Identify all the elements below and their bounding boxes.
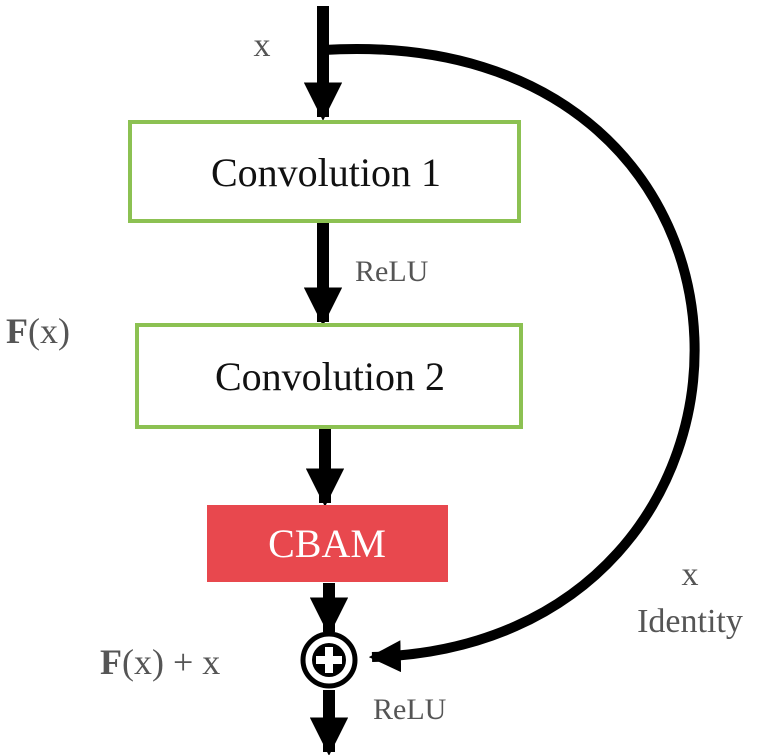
cbam-block xyxy=(207,505,448,582)
conv1-block xyxy=(128,120,521,223)
conv1-label: Convolution 1 xyxy=(211,150,441,195)
conv2-block xyxy=(135,323,523,429)
identity-skip-arrow xyxy=(322,43,700,673)
identity-label: Identity xyxy=(637,603,743,640)
relu-label-1: ReLU xyxy=(355,255,429,288)
fx-rest: (x) xyxy=(28,311,70,351)
fx-label: F(x) xyxy=(6,311,70,351)
cbam-label: CBAM xyxy=(268,521,386,566)
sum-bold: F xyxy=(100,642,122,682)
sum-rest: (x) + x xyxy=(122,642,220,682)
identity-x-label: x xyxy=(682,556,699,593)
sum-label: F(x) + x xyxy=(100,642,220,682)
relu-label-2: ReLU xyxy=(373,693,447,726)
add-node xyxy=(300,631,358,689)
main-path-arrows xyxy=(303,6,349,755)
plus-icon-v xyxy=(325,647,333,673)
conv2-label: Convolution 2 xyxy=(215,354,445,399)
input-x-label: x xyxy=(254,27,271,64)
fx-bold: F xyxy=(6,311,28,351)
